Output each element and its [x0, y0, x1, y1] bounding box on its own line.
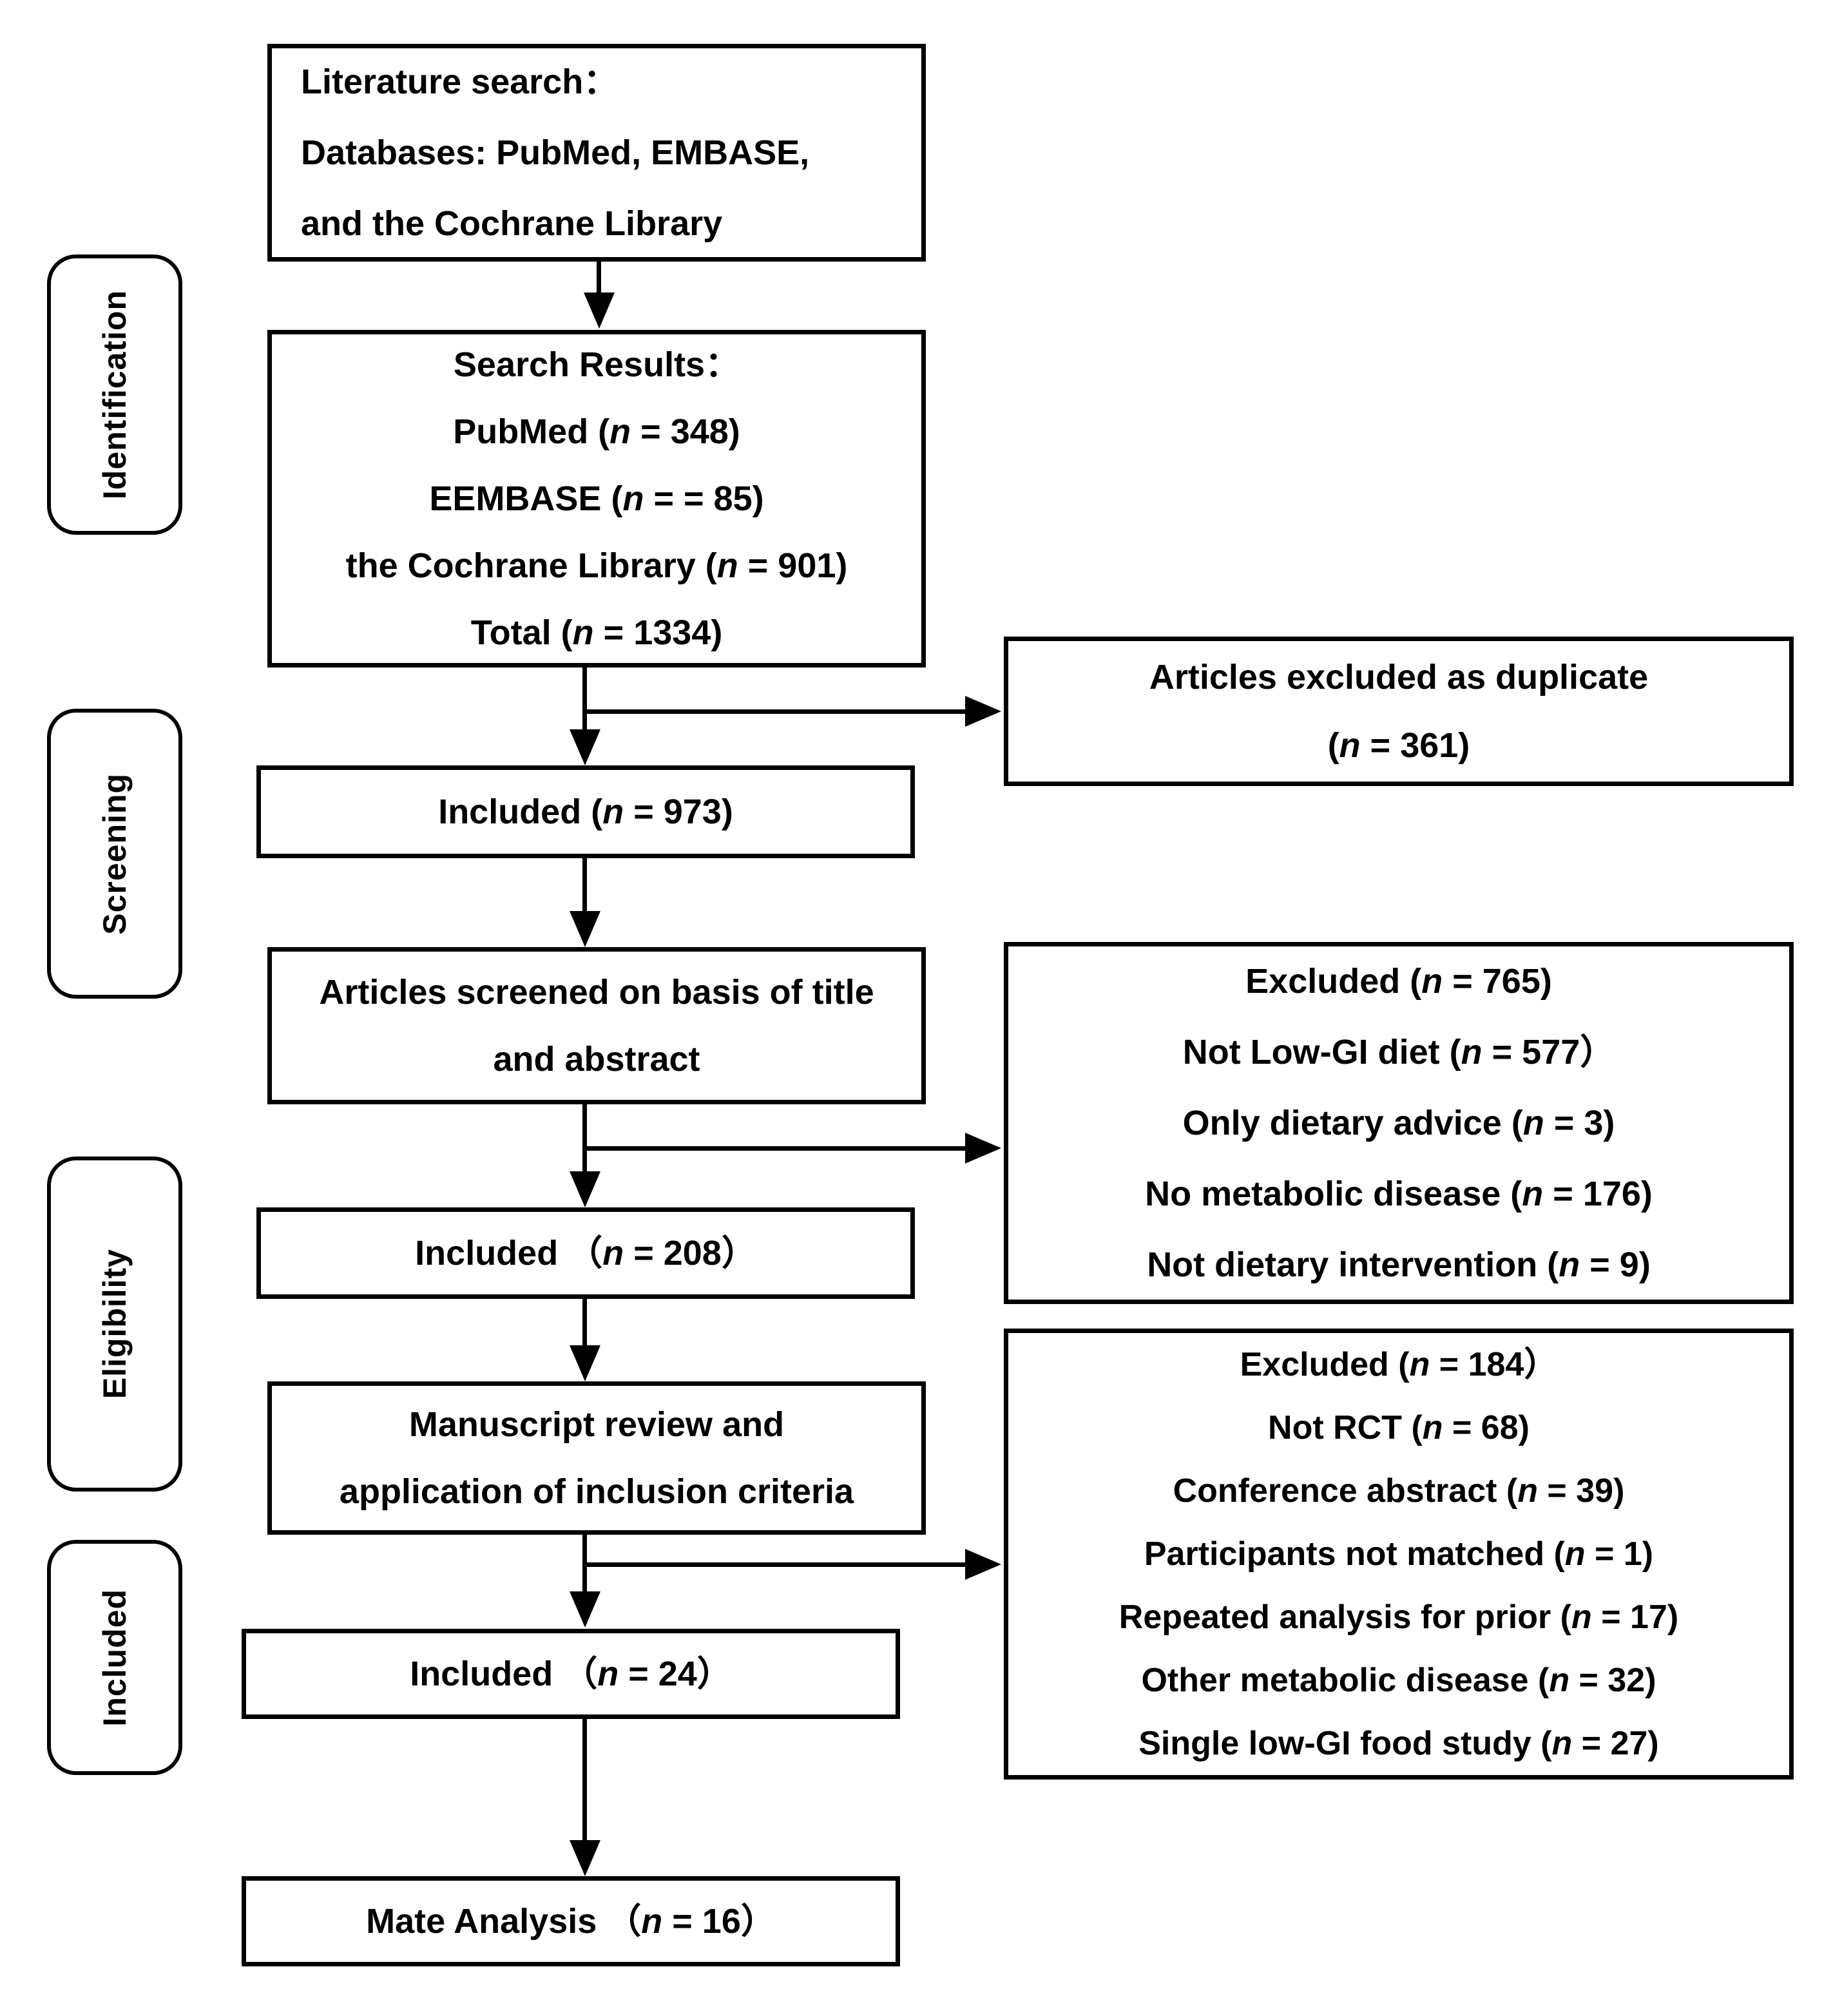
stage-box-included: Included — [47, 1540, 182, 1775]
box-line: Other metabolic disease (n = 32) — [1141, 1662, 1656, 1699]
box-line: Total (n = 1334) — [470, 613, 723, 652]
arrowhead-down-icon — [570, 911, 600, 947]
box-line: Only dietary advice (n = 3) — [1182, 1104, 1615, 1142]
connector-line — [582, 1298, 587, 1347]
connector-line — [585, 709, 965, 714]
box-line: Included （n = 24） — [410, 1655, 732, 1693]
stage-label-included: Included — [97, 1588, 133, 1727]
box-line: Conference abstract (n = 39) — [1173, 1472, 1625, 1510]
box-line: Literature search： — [301, 62, 619, 101]
stage-label-screening: Screening — [97, 773, 133, 935]
box-line: Not RCT (n = 68) — [1268, 1409, 1530, 1446]
box-line: Articles excluded as duplicate — [1149, 658, 1649, 696]
box-line: Repeated analysis for prior (n = 17) — [1118, 1598, 1679, 1636]
box-excluded-eligibility: Excluded (n = 184） Not RCT (n = 68) Conf… — [1004, 1329, 1794, 1780]
connector-line — [582, 666, 587, 729]
arrowhead-right-icon — [965, 1549, 1001, 1580]
connector-line — [582, 1718, 587, 1841]
arrowhead-down-icon — [570, 1591, 600, 1627]
box-included-973: Included (n = 973) — [256, 765, 915, 858]
box-line: Search Results： — [453, 345, 740, 384]
stage-box-screening: Screening — [47, 709, 182, 999]
box-screened-title-abstract: Articles screened on basis of title and … — [267, 947, 926, 1104]
box-line: (n = 361) — [1327, 726, 1470, 765]
box-line: Included （n = 208） — [415, 1234, 756, 1272]
arrowhead-right-icon — [965, 1133, 1001, 1164]
box-line: Articles screened on basis of title — [319, 973, 874, 1012]
box-line: Not dietary intervention (n = 9) — [1147, 1245, 1651, 1284]
box-excluded-duplicates: Articles excluded as duplicate (n = 361) — [1004, 637, 1794, 786]
box-search-results: Search Results： PubMed (n = 348) EEMBASE… — [267, 330, 926, 667]
box-included-24: Included （n = 24） — [242, 1629, 900, 1719]
box-line: No metabolic disease (n = 176) — [1145, 1175, 1653, 1213]
box-excluded-screening: Excluded (n = 765) Not Low-GI diet (n = … — [1004, 942, 1794, 1304]
connector-line — [582, 1533, 587, 1593]
box-line: Databases: PubMed, EMBASE, — [301, 133, 810, 172]
arrowhead-down-icon — [570, 729, 600, 765]
box-line: and the Cochrane Library — [301, 204, 723, 243]
arrowhead-down-icon — [570, 1840, 600, 1876]
box-line: Excluded (n = 184） — [1240, 1346, 1558, 1383]
arrowhead-right-icon — [965, 696, 1001, 727]
stage-box-identification: Identification — [47, 254, 182, 535]
box-line: Included (n = 973) — [438, 792, 733, 831]
connector-line — [585, 1562, 965, 1567]
connector-line — [582, 858, 587, 912]
stage-box-eligibility: Eligibility — [47, 1157, 182, 1492]
box-included-208: Included （n = 208） — [256, 1207, 915, 1299]
box-line: Single low-GI food study (n = 27) — [1138, 1725, 1659, 1762]
connector-line — [582, 1103, 587, 1173]
arrowhead-down-icon — [570, 1171, 600, 1207]
box-manuscript-review: Manuscript review and application of inc… — [267, 1381, 926, 1535]
connector-line — [585, 1146, 965, 1151]
box-line: PubMed (n = 348) — [453, 412, 740, 451]
stage-label-eligibility: Eligibility — [97, 1249, 133, 1399]
box-line: EEMBASE (n = = 85) — [429, 479, 764, 518]
box-line: Not Low-GI diet (n = 577） — [1182, 1033, 1615, 1071]
box-line: application of inclusion criteria — [339, 1472, 854, 1511]
stage-label-identification: Identification — [97, 289, 133, 500]
box-meta-analysis: Mate Analysis （n = 16） — [242, 1876, 900, 1966]
box-line: Excluded (n = 765) — [1245, 962, 1552, 1001]
box-line: Manuscript review and — [408, 1405, 785, 1444]
arrowhead-down-icon — [584, 293, 615, 329]
box-line: the Cochrane Library (n = 901) — [345, 546, 848, 585]
box-line: Participants not matched (n = 1) — [1144, 1535, 1654, 1573]
box-literature-search: Literature search： Databases: PubMed, EM… — [267, 44, 926, 262]
box-line: and abstract — [493, 1040, 700, 1079]
arrowhead-down-icon — [570, 1345, 600, 1381]
connector-line — [597, 261, 601, 294]
box-line: Mate Analysis （n = 16） — [366, 1902, 776, 1941]
